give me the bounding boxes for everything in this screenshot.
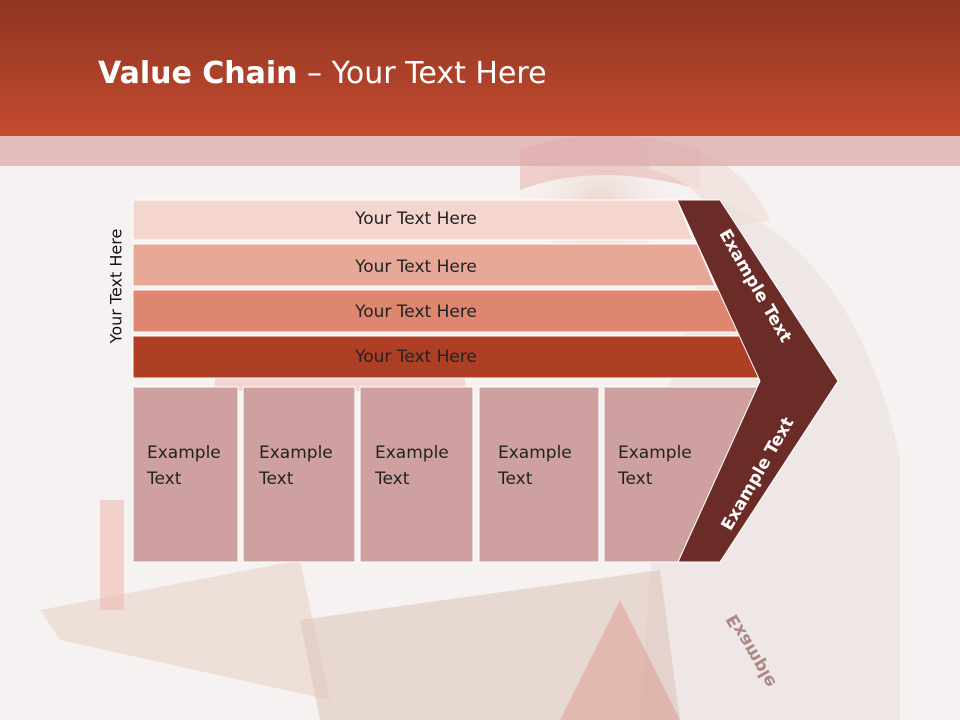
support-bar-4-label: Your Text Here [355, 347, 477, 367]
reflection: Example Example Example Example Example [0, 562, 960, 720]
activity-box-3 [359, 386, 474, 563]
header-band [0, 0, 960, 136]
support-bar-2-label: Your Text Here [355, 257, 477, 277]
support-bar-3-label: Your Text Here [355, 302, 477, 322]
support-bar-2 [132, 243, 716, 287]
activity-box-2 [242, 386, 356, 563]
header-strip [0, 136, 960, 166]
slide-title: Value Chain – Your Text Here [98, 56, 547, 91]
margin-chevron [676, 199, 839, 563]
support-bar-1 [132, 199, 694, 241]
title-bold: Value Chain [98, 56, 298, 91]
activity-box-1 [132, 386, 239, 563]
title-rest: – Your Text Here [297, 56, 547, 91]
support-bar-1-label: Your Text Here [355, 209, 477, 229]
activity-box-4 [478, 386, 600, 563]
